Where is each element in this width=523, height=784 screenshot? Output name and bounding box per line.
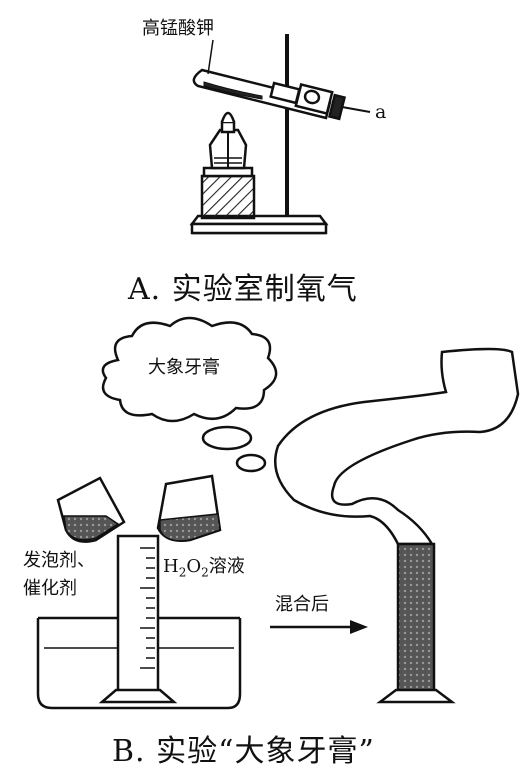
caption-a: A. 实验室制氧气	[128, 272, 358, 307]
arrow-label: 混合后	[275, 594, 329, 615]
test-tube	[192, 68, 371, 121]
h2o2-rest: 溶液	[208, 556, 245, 577]
thought-bubble-large	[201, 425, 253, 451]
reagent-pointer	[207, 39, 214, 75]
water-trough	[36, 616, 242, 710]
iron-stand	[189, 34, 329, 235]
right-pouring-beaker	[156, 474, 222, 542]
catalyst-label: 催化剂	[23, 578, 77, 599]
graduated-cylinder	[98, 534, 178, 704]
thought-cloud	[101, 316, 278, 423]
h2o2-sub2: 2	[201, 565, 209, 580]
point-a-label: a	[375, 101, 387, 123]
h2o2-h: H	[163, 556, 179, 577]
cloud-text: 大象牙膏	[148, 357, 220, 378]
h2o2-sub1: 2	[178, 565, 187, 580]
alcohol-burner	[200, 111, 256, 220]
left-pouring-beaker	[56, 476, 126, 543]
h2o2-solution-label: H2O2溶液	[163, 558, 245, 579]
foam-cylinder	[274, 347, 520, 704]
mix-arrow	[270, 620, 368, 634]
reagent-label: 高锰酸钾	[142, 18, 214, 39]
caption-b: B. 实验“大象牙膏”	[112, 734, 375, 769]
h2o2-o: O	[186, 556, 202, 577]
thought-bubble-small	[235, 453, 267, 473]
foaming-agent-label: 发泡剂、	[23, 550, 95, 571]
